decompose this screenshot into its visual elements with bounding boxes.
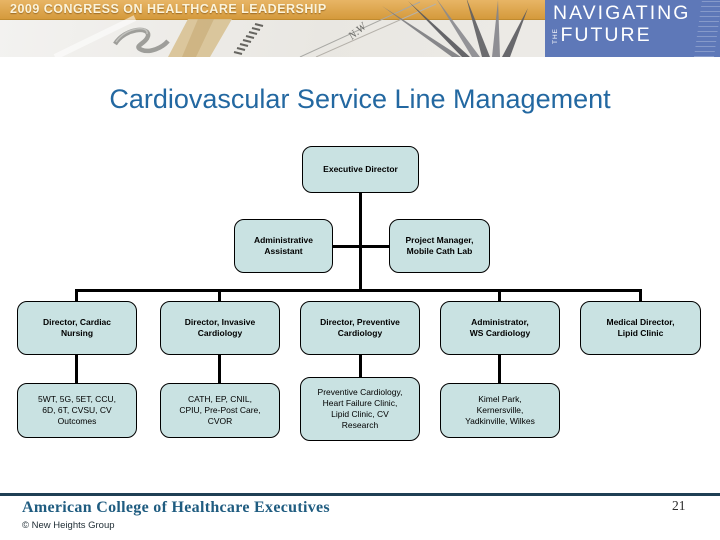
connector-line bbox=[359, 193, 362, 292]
org-node-units-ws-cardiology: Kimel Park, Kernersville, Yadkinville, W… bbox=[440, 383, 560, 438]
connector-line bbox=[75, 289, 642, 292]
org-node-director-preventive-cardiology: Director, Preventive Cardiology bbox=[300, 301, 420, 355]
gold-band bbox=[0, 0, 545, 20]
org-node-units-cardiac-nursing: 5WT, 5G, 5ET, CCU, 6D, 6T, CVSU, CV Outc… bbox=[17, 383, 137, 438]
connector-line bbox=[218, 289, 221, 303]
org-node-director-invasive-cardiology: Director, Invasive Cardiology bbox=[160, 301, 280, 355]
connector-line bbox=[333, 245, 389, 248]
org-node-units-invasive-cardiology: CATH, EP, CNIL, CPIU, Pre-Post Care, CVO… bbox=[160, 383, 280, 438]
connector-line bbox=[75, 289, 78, 303]
org-node-director-cardiac-nursing: Director, Cardiac Nursing bbox=[17, 301, 137, 355]
footer-copyright: © New Heights Group bbox=[22, 520, 115, 531]
logo-line2: FUTURE bbox=[560, 24, 652, 47]
page-number: 21 bbox=[672, 498, 686, 513]
ruler-marks bbox=[233, 23, 264, 55]
header-banner: N.W 2009 CONGRESS ON HEALTHCARE LEADERSH… bbox=[0, 0, 720, 57]
compass-photo-decoration: N.W bbox=[53, 0, 528, 57]
logo-line1: NAVIGATING bbox=[553, 2, 691, 24]
org-node-units-preventive-cardiology: Preventive Cardiology, Heart Failure Cli… bbox=[300, 377, 420, 441]
connector-line bbox=[359, 354, 362, 385]
logo-the: THE bbox=[552, 28, 559, 45]
org-node-executive-director: Executive Director bbox=[302, 146, 419, 193]
connector-line bbox=[75, 354, 78, 385]
connector-line bbox=[498, 354, 501, 385]
connector-line bbox=[639, 289, 642, 303]
footer-divider bbox=[0, 493, 720, 496]
connector-line bbox=[218, 354, 221, 385]
org-node-project-manager-mobile-cath-lab: Project Manager, Mobile Cath Lab bbox=[389, 219, 490, 273]
svg-text:N.W: N.W bbox=[345, 20, 369, 43]
connector-line bbox=[498, 289, 501, 303]
compass-needles bbox=[382, 0, 528, 57]
org-node-administrative-assistant: Administrative Assistant bbox=[234, 219, 333, 273]
org-node-medical-director-lipid-clinic: Medical Director, Lipid Clinic bbox=[580, 301, 701, 355]
footer-organization: American College of Healthcare Executive… bbox=[22, 499, 330, 516]
congress-banner-text: 2009 CONGRESS ON HEALTHCARE LEADERSHIP bbox=[10, 2, 327, 16]
navigating-the-future-logo: NAVIGATING THE FUTURE bbox=[545, 0, 720, 57]
slide-title: Cardiovascular Service Line Management bbox=[109, 84, 611, 114]
org-node-administrator-ws-cardiology: Administrator, WS Cardiology bbox=[440, 301, 560, 355]
